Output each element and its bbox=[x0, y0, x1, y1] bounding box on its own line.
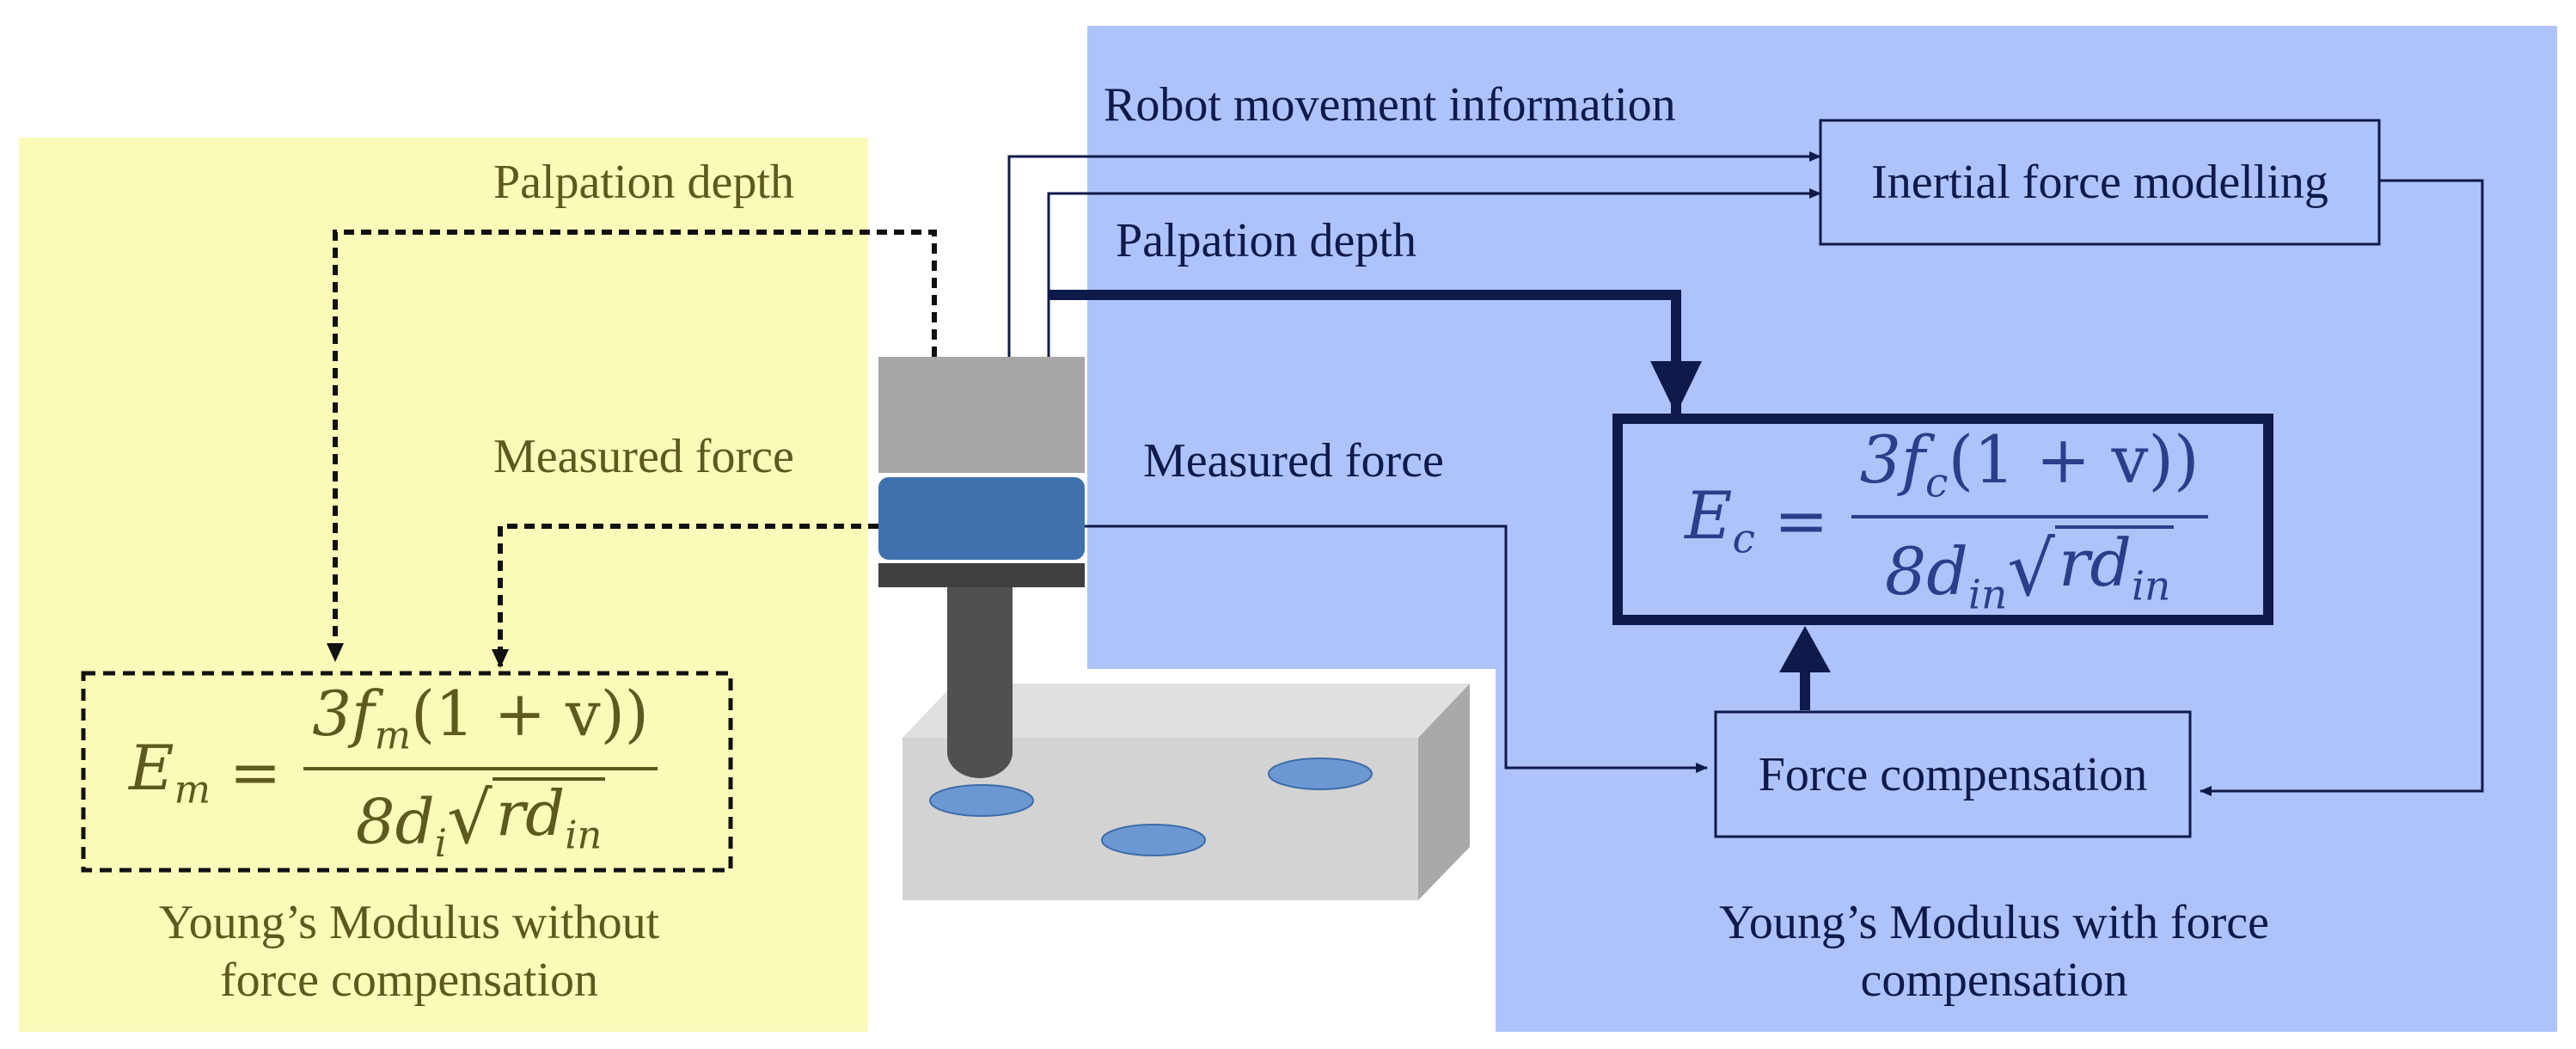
right-measured-force-label: Measured force bbox=[1143, 434, 1444, 488]
inertial-to-compensation-connector bbox=[2200, 179, 2484, 796]
robot-movement-connector bbox=[1007, 151, 1821, 357]
depth-thick-arrowhead bbox=[1650, 361, 1702, 414]
left-caption: Young’s Modulus without force compensati… bbox=[19, 894, 799, 1009]
eq-denominator: 8di√rdin bbox=[347, 770, 614, 866]
yellow-panel bbox=[19, 138, 868, 1032]
eq-numerator: 3fc(1 + v)) bbox=[1859, 420, 2200, 507]
eq-denominator: 8din√rdin bbox=[1876, 518, 2183, 619]
right-caption-line1: Young’s Modulus with force bbox=[1719, 896, 2269, 949]
eq-fraction-bar bbox=[1851, 515, 2208, 519]
eq-lhs: Ec bbox=[1685, 477, 1755, 563]
eq-equals: = bbox=[229, 735, 282, 808]
eq-fraction: 3fc(1 + v)) 8din√rdin bbox=[1851, 421, 2208, 619]
robot-movement-label: Robot movement information bbox=[1104, 78, 1676, 132]
left-palpation-depth-label: Palpation depth bbox=[493, 156, 794, 209]
right-caption: Young’s Modulus with force compensation bbox=[1496, 894, 2493, 1009]
inertial-force-box-label: Inertial force modelling bbox=[1871, 156, 2328, 209]
equation-compensated: Ec = 3fc(1 + v)) 8din√rdin bbox=[1685, 421, 2208, 619]
eq-fraction-bar bbox=[303, 766, 658, 770]
tissue-inclusion bbox=[929, 784, 1034, 817]
left-measured-force-label: Measured force bbox=[493, 430, 794, 483]
eq-sqrt: √rdin bbox=[2007, 525, 2175, 607]
force-compensation-box-label: Force compensation bbox=[1758, 747, 2148, 801]
dashed-depth-connector bbox=[327, 230, 937, 662]
eq-numerator: 3fm(1 + v)) bbox=[312, 678, 649, 758]
compensation-arrowhead bbox=[1779, 626, 1831, 672]
tissue-inclusion bbox=[1268, 758, 1373, 790]
right-caption-line2: compensation bbox=[1860, 954, 2128, 1008]
left-caption-line2: force compensation bbox=[219, 954, 599, 1008]
equation-box-compensated bbox=[1612, 414, 2273, 625]
left-caption-line1: Young’s Modulus without bbox=[158, 896, 660, 949]
inertial-force-box bbox=[1819, 119, 2381, 246]
right-palpation-depth-label: Palpation depth bbox=[1116, 214, 1416, 267]
dashed-force-connector bbox=[492, 524, 878, 668]
force-compensation-box bbox=[1714, 710, 2192, 838]
eq-sqrt: √rdin bbox=[447, 776, 606, 855]
eq-fraction: 3fm(1 + v)) 8di√rdin bbox=[303, 678, 658, 866]
tissue-inclusion bbox=[1101, 824, 1206, 856]
eq-lhs: Em bbox=[129, 731, 211, 813]
equation-box-uncompensated bbox=[81, 671, 733, 873]
measured-force-connector bbox=[1085, 524, 1708, 773]
palpation-probe bbox=[878, 357, 1085, 778]
equation-uncompensated: Em = 3fm(1 + v)) 8di√rdin bbox=[129, 678, 658, 866]
eq-equals: = bbox=[1773, 482, 1829, 559]
palpation-depth-connector bbox=[1047, 188, 1821, 357]
